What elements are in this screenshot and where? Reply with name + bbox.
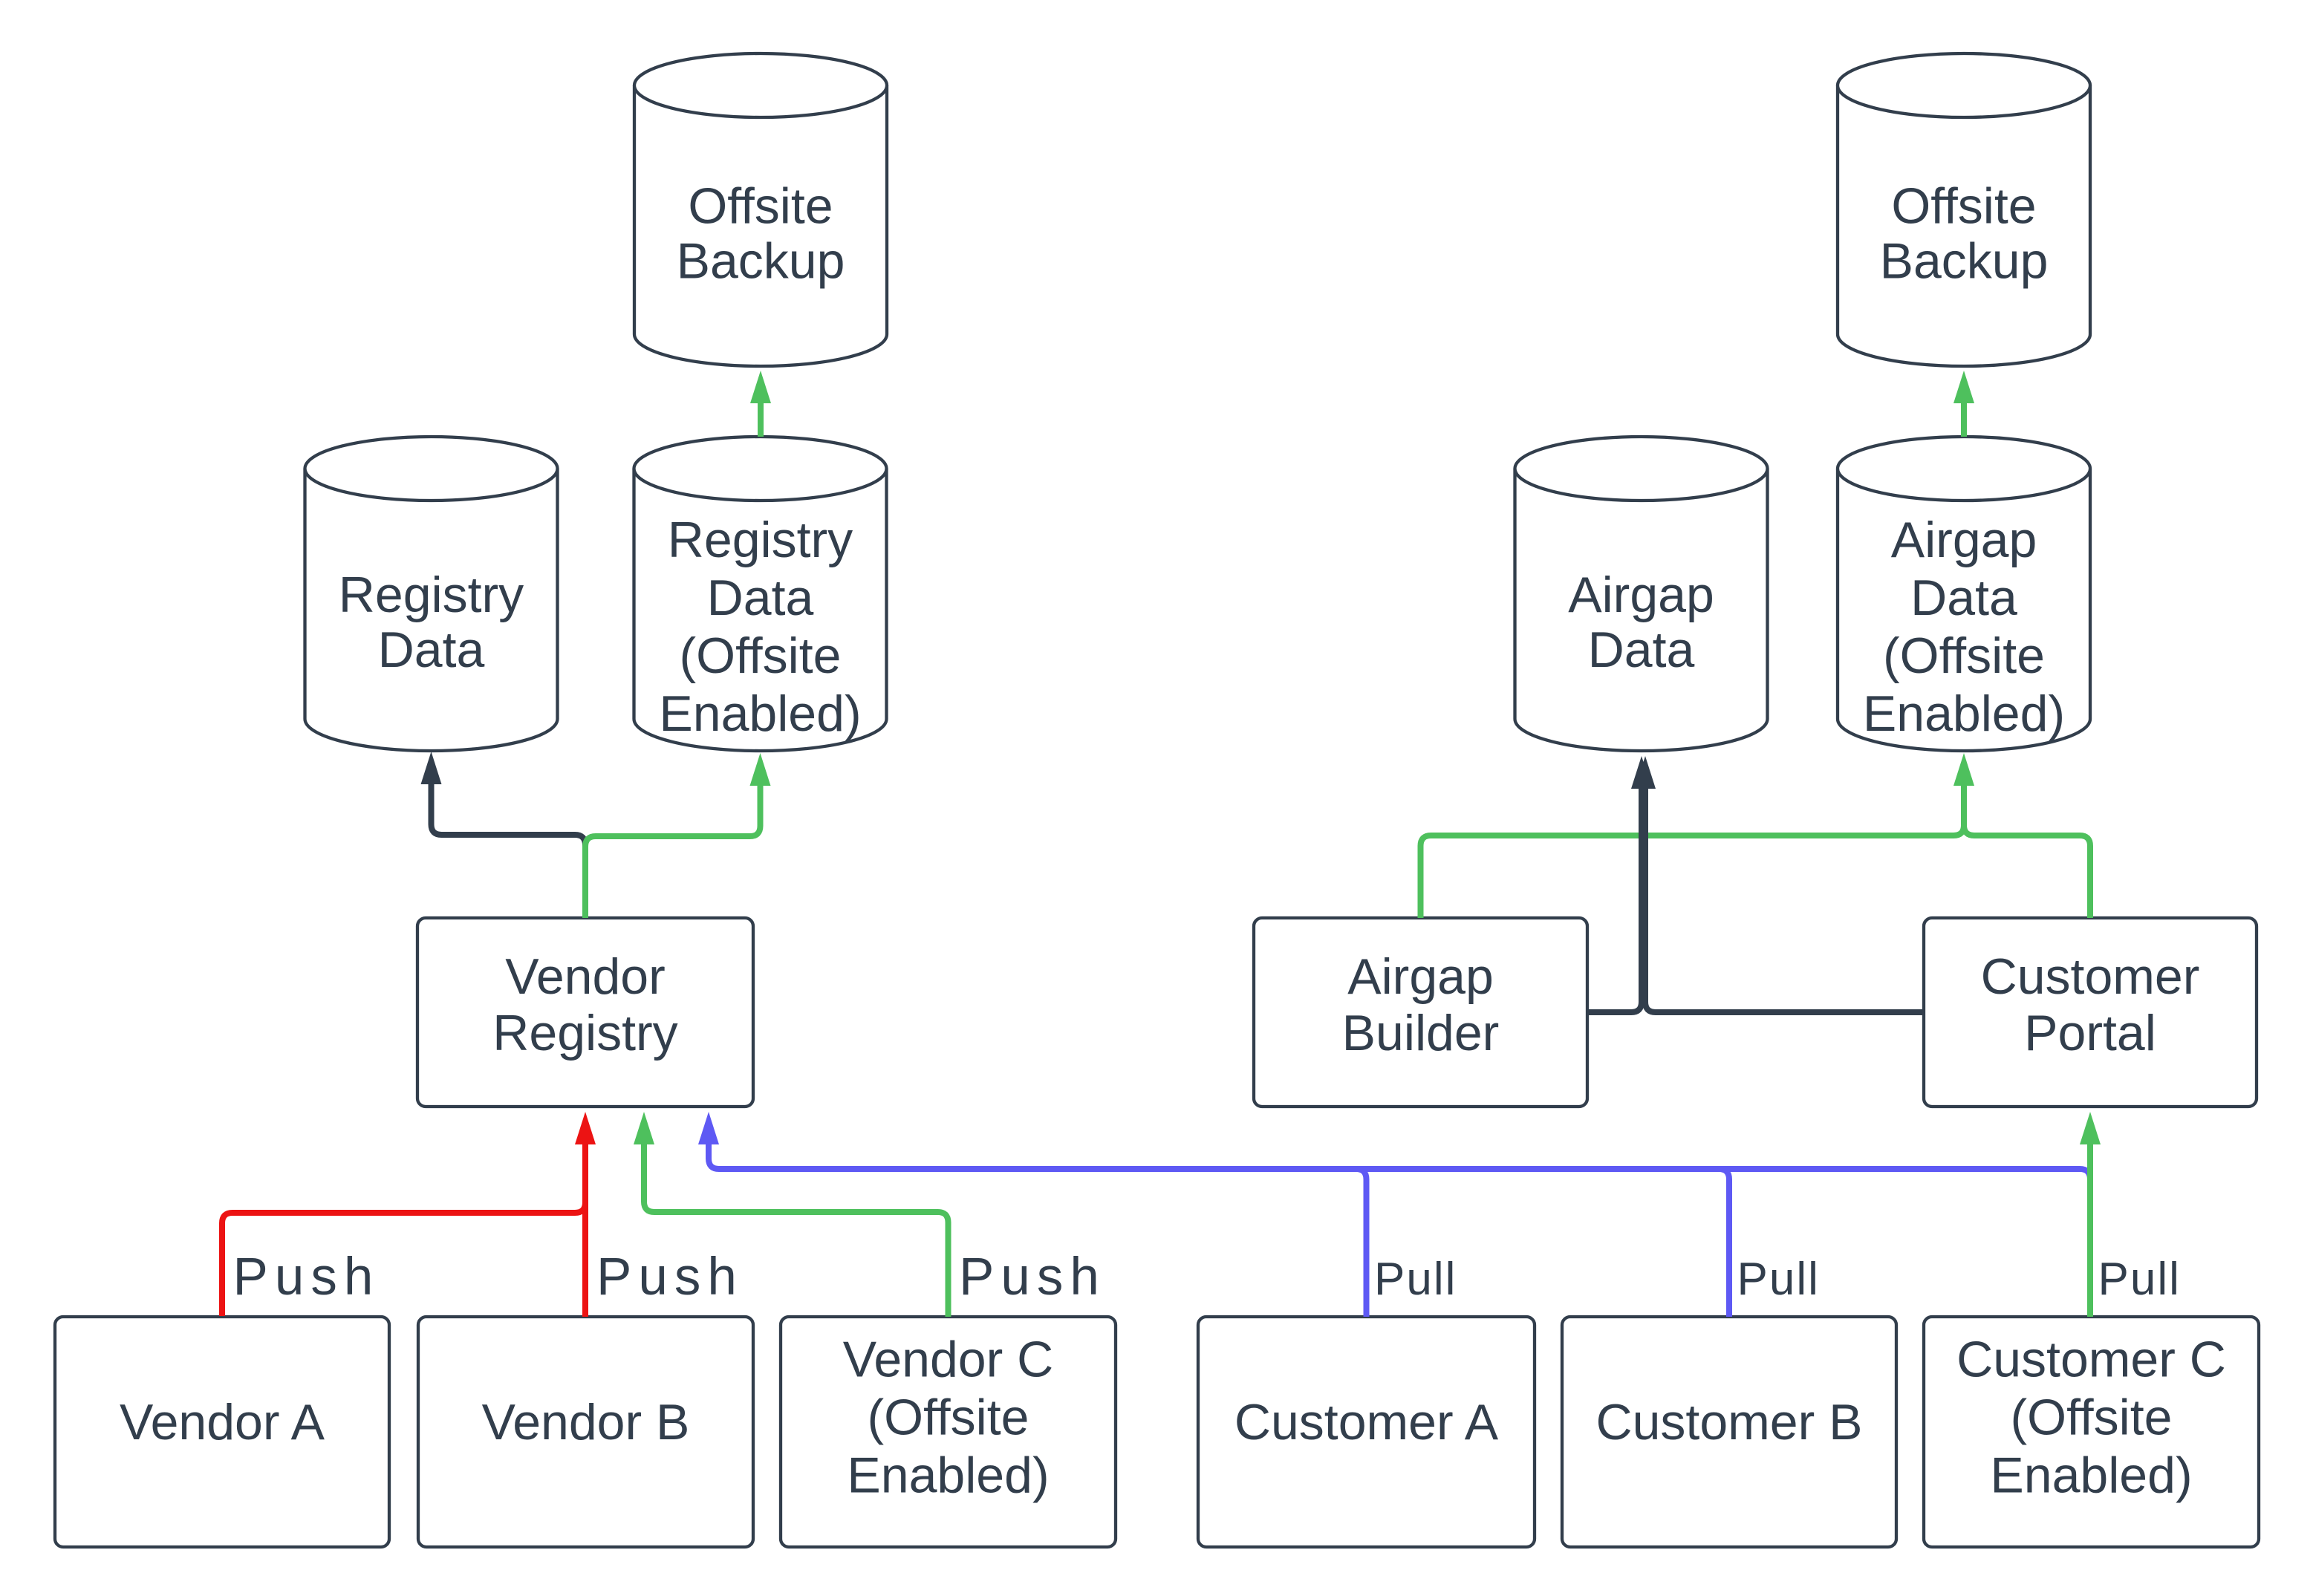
svg-text:Backup: Backup	[1880, 233, 2049, 290]
svg-text:Vendor B: Vendor B	[482, 1394, 690, 1450]
svg-text:Builder: Builder	[1342, 1005, 1500, 1061]
svg-text:Customer B: Customer B	[1596, 1394, 1863, 1450]
svg-text:Registry: Registry	[668, 512, 853, 568]
svg-text:Airgap: Airgap	[1891, 512, 2037, 568]
svg-text:(Offsite: (Offsite	[1883, 628, 2045, 684]
svg-text:Pull: Pull	[2098, 1254, 2181, 1305]
svg-text:Push: Push	[596, 1248, 744, 1306]
svg-text:Registry: Registry	[339, 567, 524, 623]
svg-text:(Offsite: (Offsite	[868, 1390, 1029, 1446]
svg-text:Customer: Customer	[1981, 948, 2200, 1005]
svg-text:Offsite: Offsite	[1891, 178, 2036, 235]
svg-text:Data: Data	[1588, 622, 1695, 678]
svg-text:Offsite: Offsite	[688, 178, 833, 235]
svg-text:Airgap: Airgap	[1347, 948, 1494, 1005]
svg-text:(Offsite: (Offsite	[2011, 1390, 2173, 1446]
svg-text:Enabled): Enabled)	[1990, 1447, 2192, 1504]
svg-text:Data: Data	[1910, 570, 2017, 626]
svg-text:Customer C: Customer C	[1956, 1332, 2226, 1388]
svg-text:Airgap: Airgap	[1568, 567, 1714, 623]
svg-text:Data: Data	[707, 570, 814, 626]
svg-text:Data: Data	[378, 622, 485, 678]
svg-text:Enabled): Enabled)	[1863, 685, 2065, 742]
svg-text:Enabled): Enabled)	[847, 1447, 1049, 1504]
svg-text:Vendor C: Vendor C	[843, 1332, 1054, 1388]
svg-text:Portal: Portal	[2024, 1005, 2156, 1061]
svg-text:Customer A: Customer A	[1234, 1394, 1499, 1450]
svg-text:Backup: Backup	[677, 233, 845, 290]
svg-text:(Offsite: (Offsite	[680, 628, 842, 684]
svg-text:Push: Push	[959, 1248, 1106, 1306]
svg-text:Vendor A: Vendor A	[120, 1394, 325, 1450]
svg-text:Push: Push	[233, 1248, 380, 1306]
svg-text:Pull: Pull	[1374, 1254, 1457, 1305]
svg-text:Registry: Registry	[492, 1005, 677, 1061]
svg-text:Enabled): Enabled)	[659, 685, 861, 742]
svg-text:Pull: Pull	[1737, 1254, 1820, 1305]
svg-text:Vendor: Vendor	[505, 948, 666, 1005]
